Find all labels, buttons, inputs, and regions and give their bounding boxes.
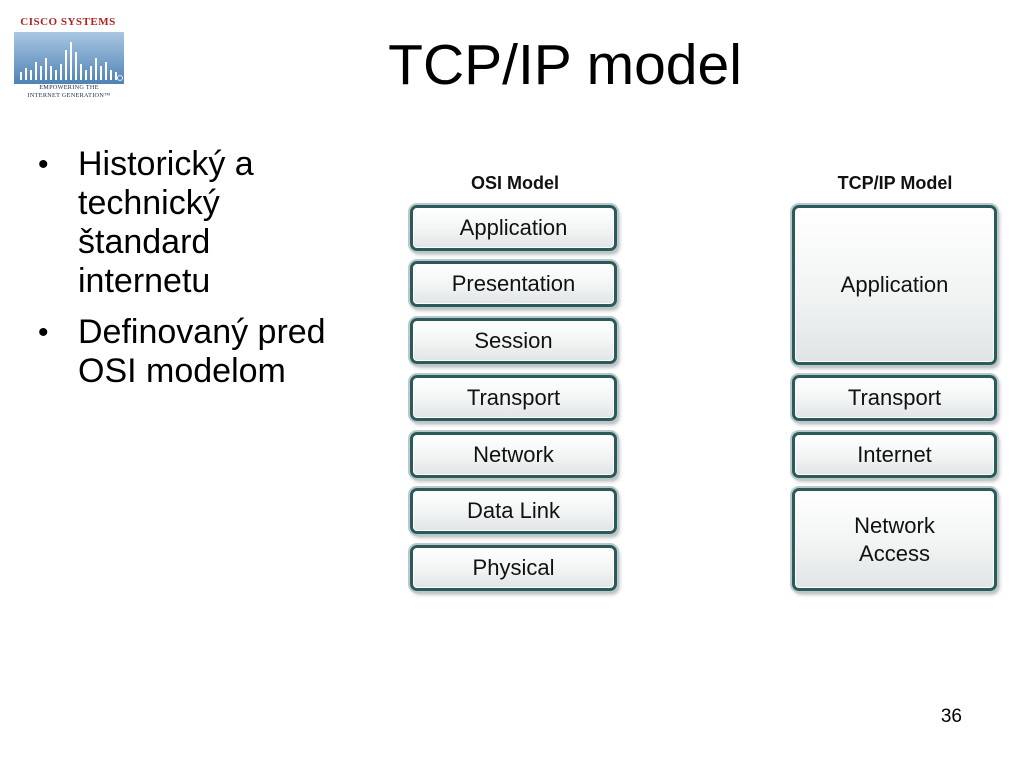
bullet-line: Historický a	[78, 145, 254, 183]
tcpip-layer-network-access: Network Access	[792, 488, 997, 591]
osi-layer-presentation: Presentation	[410, 261, 617, 307]
bullet-item: • Definovaný pred OSI modelom	[38, 313, 378, 391]
osi-layer-network: Network	[410, 432, 617, 478]
tcpip-layer-transport: Transport	[792, 375, 997, 421]
cisco-logo: Cisco Systems	[10, 12, 126, 100]
page-number: 36	[940, 706, 962, 727]
bullet-line: OSI modelom	[78, 352, 286, 390]
cisco-bridge-logo-icon	[14, 32, 124, 84]
osi-model-heading: OSI Model	[470, 173, 559, 193]
bullet-line: technický	[78, 184, 220, 222]
osi-layer-transport: Transport	[410, 375, 617, 421]
bullet-line: Definovaný pred	[78, 313, 326, 351]
bullet-item: • Historický a technický štandard intern…	[38, 145, 378, 301]
bullet-list: • Historický a technický štandard intern…	[38, 145, 378, 403]
bullet-dot-icon: •	[38, 316, 49, 349]
osi-layer-application: Application	[410, 205, 617, 251]
logo-tagline: Empowering the Internet Generation™	[12, 84, 126, 100]
osi-vs-tcpip-diagram: OSI Model TCP/IP Model Application Prese…	[400, 165, 1010, 605]
tcpip-layer-internet: Internet	[792, 432, 997, 478]
bullet-line: štandard	[78, 223, 211, 261]
osi-layer-session: Session	[410, 318, 617, 364]
logo-tagline-line2: Internet Generation™	[27, 92, 111, 99]
tcpip-layer-application: Application	[792, 205, 997, 365]
tcpip-model-heading: TCP/IP Model	[837, 173, 953, 193]
osi-layer-physical: Physical	[410, 545, 617, 591]
page-title: TCP/IP model	[388, 33, 742, 97]
logo-tagline-line1: Empowering the	[39, 84, 99, 91]
osi-layer-data-link: Data Link	[410, 488, 617, 534]
logo-title: Cisco Systems	[20, 16, 116, 28]
bullet-line: internetu	[78, 262, 211, 300]
bullet-dot-icon: •	[38, 148, 49, 181]
